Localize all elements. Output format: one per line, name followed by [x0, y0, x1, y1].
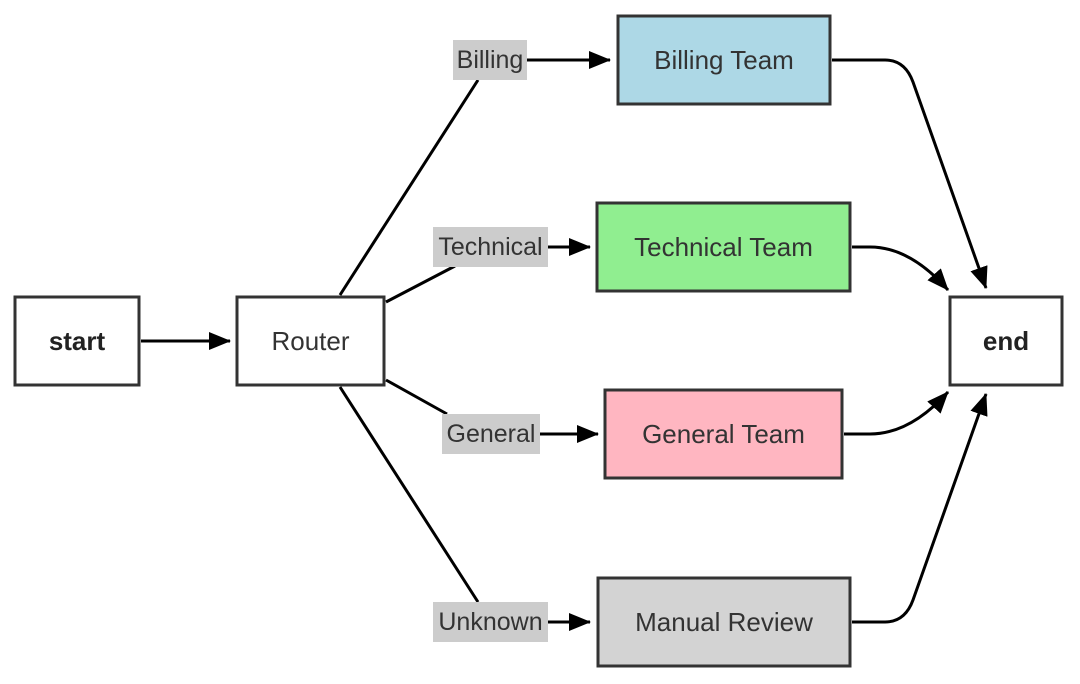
node-billing-team-box — [616, 14, 832, 106]
edge-labels: Billing Technical General Unknown — [433, 40, 548, 642]
edge-router-technical-line — [385, 264, 456, 304]
nodes: start Router Billing Team Technical Team… — [13, 14, 1064, 668]
node-manual-review-box — [596, 576, 852, 668]
edge-label-technical: Technical — [433, 227, 548, 267]
node-end-box — [948, 295, 1064, 387]
node-end[interactable]: end — [948, 295, 1064, 387]
edge-label-unknown-text: Unknown — [438, 608, 542, 636]
node-billing-team-label: Billing Team — [654, 45, 794, 75]
edge-label-general-text: General — [447, 420, 536, 448]
node-start[interactable]: start — [13, 295, 141, 387]
node-router[interactable]: Router — [235, 295, 386, 387]
edge-label-billing: Billing — [453, 40, 527, 80]
node-technical-team-label: Technical Team — [634, 232, 813, 262]
edge-general-end — [844, 390, 950, 436]
node-technical-team-box — [595, 201, 852, 293]
edge-label-billing-text: Billing — [457, 46, 524, 74]
node-general-team-label: General Team — [642, 419, 805, 449]
edge-router-unknown-line — [338, 386, 480, 603]
edge-router-billing-line — [338, 79, 480, 296]
edge-router-general-line — [385, 378, 448, 416]
node-billing-team[interactable]: Billing Team — [616, 14, 832, 106]
node-router-label: Router — [271, 326, 349, 356]
node-start-box — [13, 295, 141, 387]
node-start-label: start — [49, 326, 106, 356]
edge-manual-end — [852, 393, 988, 624]
node-router-box — [235, 295, 386, 387]
node-manual-review-label: Manual Review — [635, 607, 813, 637]
edge-label-unknown: Unknown — [433, 602, 548, 642]
edge-label-technical-text: Technical — [438, 233, 542, 261]
edge-billing-end — [832, 58, 988, 289]
node-technical-team[interactable]: Technical Team — [595, 201, 852, 293]
edge-technical-end — [852, 245, 950, 291]
edges — [141, 51, 988, 631]
node-end-label: end — [983, 326, 1029, 356]
node-general-team[interactable]: General Team — [603, 388, 844, 480]
node-general-team-box — [603, 388, 844, 480]
edge-label-general: General — [442, 414, 540, 454]
node-manual-review[interactable]: Manual Review — [596, 576, 852, 668]
